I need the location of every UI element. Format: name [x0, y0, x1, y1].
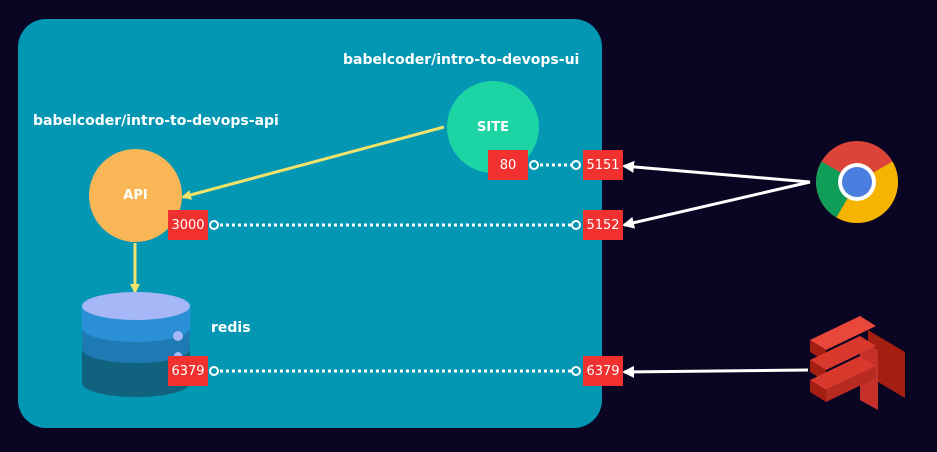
site-to-api-link: [181, 125, 445, 200]
api-image-label: babelcoder/intro-to-devops-api: [33, 113, 279, 129]
site-host-port: 5151: [583, 150, 623, 180]
api-host-port: 5152: [583, 210, 623, 240]
api-container-port: 3000: [168, 210, 208, 240]
ui-image-label: babelcoder/intro-to-devops-ui: [343, 52, 580, 68]
redis-label: redis: [211, 320, 251, 336]
browser-to-site-link: [622, 160, 811, 184]
redis-container-port: 6379: [168, 356, 208, 386]
site-container-port: 80: [488, 150, 528, 180]
browser-to-api-link: [622, 180, 811, 229]
redis-host-port: 6379: [583, 356, 623, 386]
client-to-redis-link: [622, 365, 809, 378]
chrome-icon: [816, 141, 898, 223]
database-cylinder-icon: [82, 292, 190, 397]
api-node: API: [89, 149, 182, 242]
redis-stack-icon: [810, 316, 905, 410]
